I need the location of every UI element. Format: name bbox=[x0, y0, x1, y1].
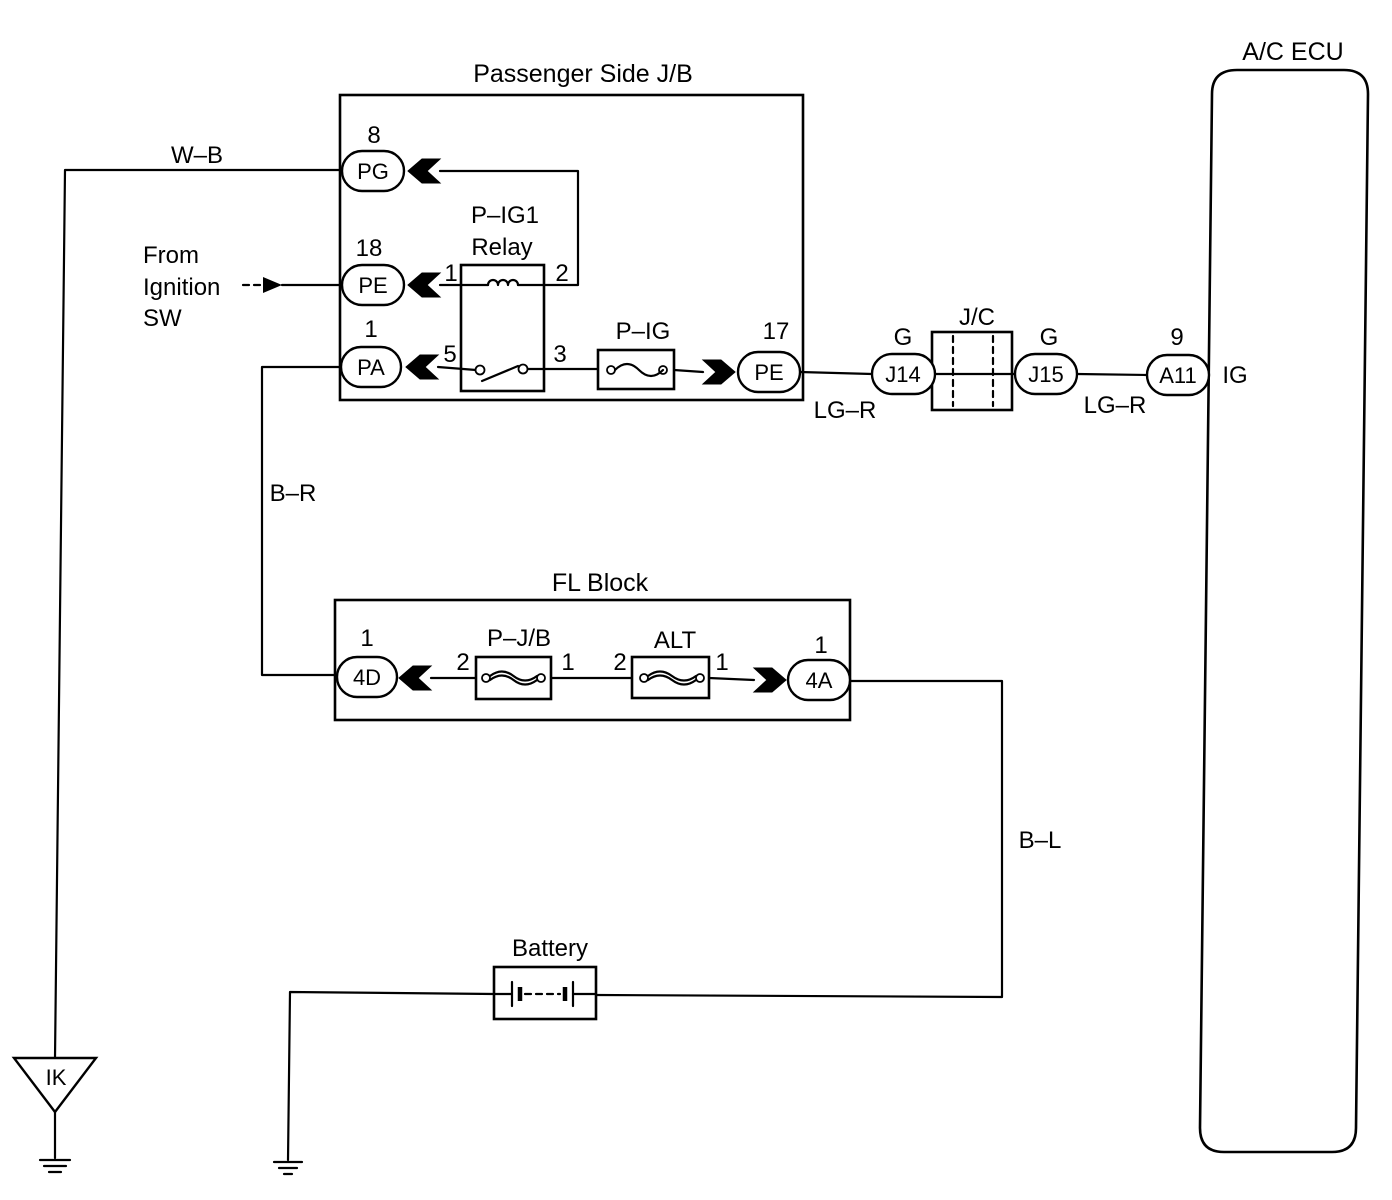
chevron-left-icon bbox=[405, 354, 440, 380]
connector-pg-code: PG bbox=[357, 159, 389, 184]
relay-contact-left bbox=[474, 364, 486, 376]
chevron-right-icon bbox=[701, 359, 736, 385]
chevron-left-icon bbox=[398, 665, 433, 691]
wire-lgr-left-label: LG–R bbox=[814, 397, 877, 424]
relay-switch-blade bbox=[480, 364, 520, 383]
chevron-left-icon bbox=[407, 158, 442, 184]
wire-bl-label: B–L bbox=[1019, 827, 1062, 854]
connector-pe-in bbox=[340, 263, 406, 307]
fuse-alt-label: ALT bbox=[654, 627, 697, 654]
fuse-pjb-label: P–J/B bbox=[487, 625, 551, 652]
relay-pin-3: 3 bbox=[553, 341, 566, 368]
junction-connector-label: J/C bbox=[959, 304, 995, 331]
wire-alt-4a bbox=[707, 676, 756, 682]
source-line1: From bbox=[143, 242, 199, 269]
connector-a11-code: A11 bbox=[1159, 363, 1197, 388]
connector-j15-wire-color: G bbox=[1040, 324, 1059, 351]
connector-4a-code: 4A bbox=[806, 668, 833, 693]
connector-pe-out bbox=[736, 350, 802, 394]
connector-pa-code: PA bbox=[357, 355, 385, 380]
fuse-pjb-pin-right: 1 bbox=[561, 649, 574, 676]
wire-battery-ground bbox=[286, 990, 496, 1162]
connector-pg bbox=[340, 149, 406, 193]
fuse-pjb-pin-left: 2 bbox=[456, 649, 469, 676]
fl-block-box bbox=[333, 598, 852, 722]
wire-lgr-left bbox=[798, 370, 874, 376]
connector-4d bbox=[335, 655, 399, 699]
source-line3: SW bbox=[143, 305, 182, 332]
connector-pa bbox=[339, 345, 403, 389]
junction-connector-box bbox=[930, 330, 1014, 412]
wire-lgr-right-label: LG–R bbox=[1084, 392, 1147, 419]
relay-type: Relay bbox=[471, 234, 532, 261]
connector-pa-pin: 1 bbox=[364, 316, 377, 343]
connector-4a bbox=[786, 658, 852, 702]
fuse-pig-icon bbox=[613, 362, 665, 378]
ignition-arrow-icon bbox=[263, 277, 282, 293]
passenger-jb-label: Passenger Side J/B bbox=[473, 60, 693, 88]
fuse-pjb-terminal-right bbox=[536, 673, 546, 683]
passenger-jb-box bbox=[338, 93, 805, 402]
connector-a11 bbox=[1145, 353, 1211, 397]
wire-relay-pin5 bbox=[436, 365, 478, 372]
connector-j14 bbox=[870, 352, 937, 396]
wire-wb-label: W–B bbox=[171, 142, 223, 169]
source-line2: Ignition bbox=[143, 274, 220, 301]
relay-coil-icon bbox=[486, 278, 520, 287]
connector-a11-pin: 9 bbox=[1170, 324, 1183, 351]
battery-label: Battery bbox=[512, 935, 588, 962]
fuse-alt-icon bbox=[646, 670, 698, 686]
relay-pin-2: 2 bbox=[555, 260, 568, 287]
relay-box bbox=[459, 263, 546, 393]
connector-j15 bbox=[1013, 352, 1079, 396]
connector-4a-pin: 1 bbox=[814, 632, 827, 659]
connector-j14-code: J14 bbox=[885, 362, 920, 387]
relay-pin-5: 5 bbox=[443, 341, 456, 368]
wire-lgr-right bbox=[1075, 372, 1149, 377]
wire-br-label: B–R bbox=[270, 480, 317, 507]
wire-br bbox=[260, 365, 343, 677]
chevron-left-icon bbox=[407, 272, 442, 298]
relay-pin-1: 1 bbox=[444, 260, 457, 287]
connector-j14-wire-color: G bbox=[894, 324, 913, 351]
chevron-right-icon bbox=[752, 667, 787, 693]
connector-4d-code: 4D bbox=[353, 665, 381, 690]
wire-fuse-pig-out bbox=[672, 368, 705, 374]
relay-contact-right bbox=[517, 363, 529, 375]
fuse-pig-terminal-left bbox=[606, 365, 616, 375]
fuse-alt-pin-left: 2 bbox=[613, 649, 626, 676]
connector-pg-pin: 8 bbox=[367, 122, 380, 149]
connector-j15-code: J15 bbox=[1028, 362, 1063, 387]
wire-relay-pin2 bbox=[438, 169, 580, 287]
connector-4d-pin: 1 bbox=[360, 625, 373, 652]
fuse-pig-label: P–IG bbox=[616, 318, 671, 345]
ground-point-triangle bbox=[11, 1056, 99, 1114]
fuse-pjb-terminal-left bbox=[481, 673, 491, 683]
fuse-alt-terminal-right bbox=[695, 673, 705, 683]
ac-ecu-label: A/C ECU bbox=[1242, 38, 1343, 66]
connector-pe-out-pin: 17 bbox=[763, 318, 790, 345]
ground-point-label: IK bbox=[46, 1065, 67, 1090]
fl-block-label: FL Block bbox=[552, 569, 649, 597]
connector-pe-in-code: PE bbox=[358, 273, 387, 298]
connector-pe-in-pin: 18 bbox=[356, 235, 383, 262]
ground-icon bbox=[38, 1158, 72, 1174]
relay-name: P–IG1 bbox=[471, 202, 539, 229]
fuse-pjb-icon bbox=[488, 670, 539, 686]
ground-icon bbox=[272, 1160, 304, 1176]
wire-bl bbox=[594, 679, 1004, 999]
ecu-terminal-label: IG bbox=[1222, 362, 1247, 389]
connector-pe-out-code: PE bbox=[754, 360, 783, 385]
wire-wb bbox=[53, 168, 344, 1060]
ac-ecu-box bbox=[1198, 68, 1370, 1154]
fuse-alt-pin-right: 1 bbox=[715, 649, 728, 676]
fuse-alt-terminal-left bbox=[639, 673, 649, 683]
